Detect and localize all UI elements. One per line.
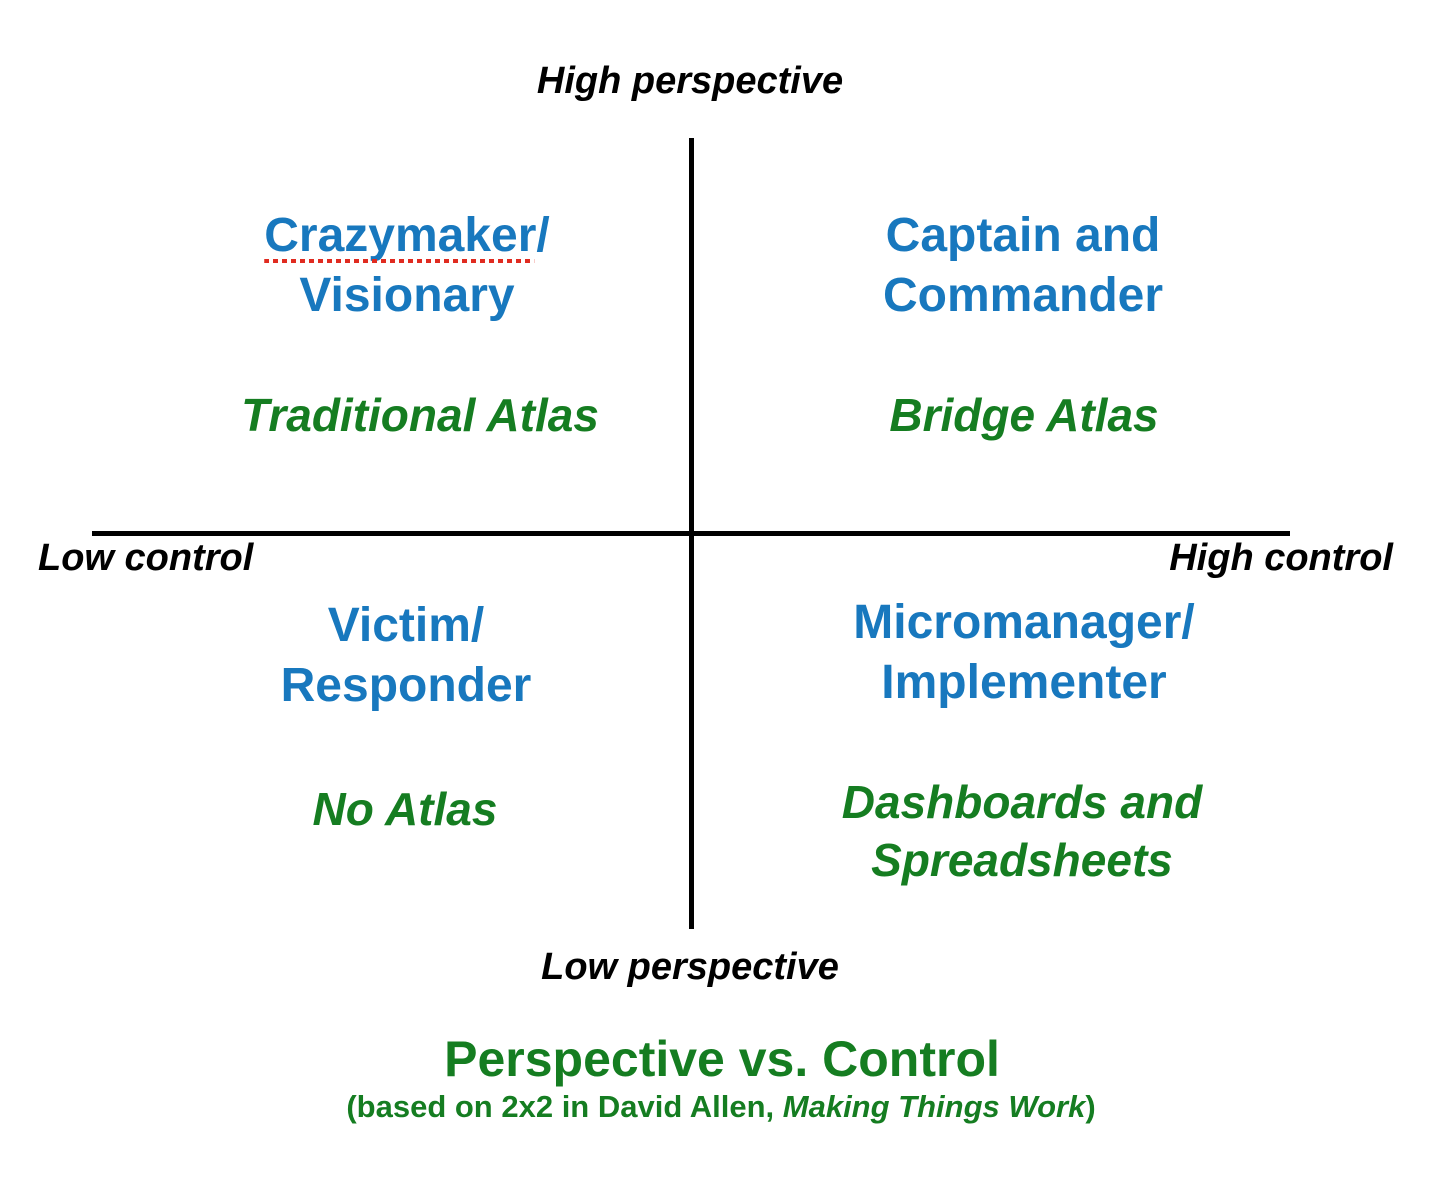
- quadrant-bottom-left-title: Victim/ Responder: [281, 596, 532, 716]
- quadrant-top-left-subtitle: Traditional Atlas: [241, 389, 599, 441]
- quadrant-top-right-title: Captain and Commander: [883, 206, 1163, 326]
- quadrant-top-right-title-line1: Captain and: [885, 209, 1161, 262]
- quadrant-bottom-right-subtitle: Dashboards and Spreadsheets: [842, 773, 1202, 889]
- quadrant-bottom-left-title-line2: Responder: [280, 659, 532, 712]
- quadrant-bottom-right-title: Micromanager/ Implementer: [853, 593, 1194, 713]
- axis-label-high-control: High control: [1169, 537, 1393, 579]
- subtitle-suffix: ): [1085, 1089, 1096, 1124]
- quadrant-bottom-right-title-line1: Micromanager/: [853, 596, 1195, 649]
- quadrant-bottom-right-subtitle-line2: Spreadsheets: [871, 834, 1173, 886]
- quadrant-bottom-left-subtitle: No Atlas: [312, 783, 498, 835]
- quadrant-bottom-right-subtitle-line1: Dashboards and: [841, 776, 1203, 828]
- quadrant-bottom-right-title-line2: Implementer: [881, 656, 1167, 709]
- quadrant-top-right-subtitle: Bridge Atlas: [889, 389, 1159, 441]
- axis-label-low-control: Low control: [38, 537, 254, 579]
- axis-label-low-perspective: Low perspective: [541, 946, 839, 988]
- quadrant-top-left-title-line1: Crazymaker/: [264, 206, 550, 266]
- quadrant-top-left-title-line2: Visionary: [299, 269, 515, 322]
- quadrant-top-right-title-line2: Commander: [882, 269, 1164, 322]
- quadrant-bottom-left-title-line1: Victim/: [327, 599, 485, 652]
- diagram-title: Perspective vs. Control: [444, 1031, 1000, 1087]
- subtitle-prefix: (based on 2x2 in David Allen,: [346, 1089, 783, 1124]
- misspelled-word-crazymaker: Crazymaker: [264, 206, 536, 266]
- title-slash: /: [536, 209, 550, 262]
- book-title: Making Things Work: [782, 1089, 1086, 1124]
- diagram-subtitle: (based on 2x2 in David Allen, Making Thi…: [346, 1089, 1095, 1125]
- horizontal-axis-line: [92, 531, 1290, 536]
- quadrant-top-left-title: Crazymaker/ Visionary: [264, 206, 550, 326]
- axis-label-high-perspective: High perspective: [536, 60, 844, 102]
